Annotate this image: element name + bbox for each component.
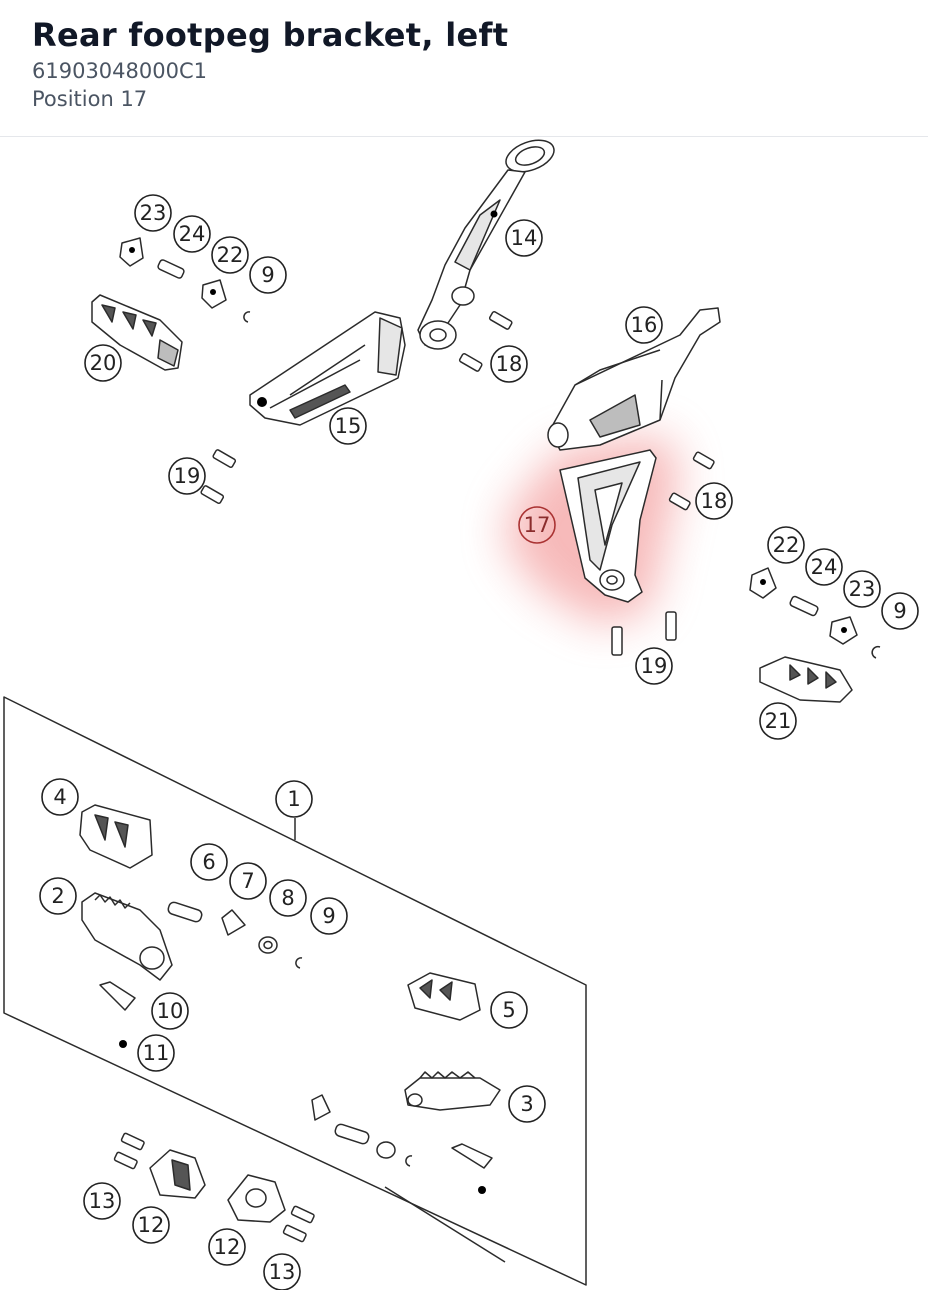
svg-text:8: 8 bbox=[281, 886, 294, 910]
callout-9[interactable]: 9 bbox=[310, 897, 348, 935]
callout-22[interactable]: 22 bbox=[211, 236, 249, 274]
svg-text:5: 5 bbox=[502, 998, 515, 1022]
callout-24[interactable]: 24 bbox=[805, 548, 843, 586]
svg-text:15: 15 bbox=[335, 414, 362, 438]
callout-10[interactable]: 10 bbox=[151, 992, 189, 1030]
svg-text:19: 19 bbox=[174, 464, 201, 488]
part-5-footpeg bbox=[407, 972, 481, 1021]
bolts-13 bbox=[113, 1132, 315, 1243]
svg-text:3: 3 bbox=[520, 1092, 533, 1116]
kit-lower-hardware bbox=[311, 1094, 493, 1194]
callout-23[interactable]: 23 bbox=[134, 194, 172, 232]
svg-text:18: 18 bbox=[701, 489, 728, 513]
svg-text:2: 2 bbox=[51, 884, 64, 908]
part-15-bracket bbox=[249, 311, 406, 426]
svg-text:9: 9 bbox=[261, 263, 274, 287]
callout-18[interactable]: 18 bbox=[490, 345, 528, 383]
svg-text:11: 11 bbox=[143, 1041, 170, 1065]
svg-text:12: 12 bbox=[214, 1235, 241, 1259]
callout-18[interactable]: 18 bbox=[695, 482, 733, 520]
callout-7[interactable]: 7 bbox=[229, 862, 267, 900]
svg-text:6: 6 bbox=[202, 850, 215, 874]
svg-text:1: 1 bbox=[287, 787, 300, 811]
callout-8[interactable]: 8 bbox=[269, 879, 307, 917]
kit-small-hardware bbox=[99, 901, 303, 1048]
callout-11[interactable]: 11 bbox=[137, 1034, 175, 1072]
callout-1[interactable]: 1 bbox=[275, 780, 313, 818]
callout-15[interactable]: 15 bbox=[329, 407, 367, 445]
bolts-18-19 bbox=[200, 311, 715, 656]
callout-23[interactable]: 23 bbox=[843, 570, 881, 608]
svg-text:9: 9 bbox=[893, 599, 906, 623]
part-3-footpeg bbox=[404, 1071, 501, 1111]
svg-text:21: 21 bbox=[765, 709, 792, 733]
callout-9[interactable]: 9 bbox=[249, 256, 287, 294]
callout-20[interactable]: 20 bbox=[84, 344, 122, 382]
part-2-footpeg bbox=[81, 892, 173, 981]
callout-21[interactable]: 21 bbox=[759, 702, 797, 740]
part-14-bracket bbox=[417, 139, 555, 350]
exploded-parts-diagram: 23 24 22 9 20 14 18 15 19 16 17 18 22 24… bbox=[3, 139, 919, 1290]
callout-14[interactable]: 14 bbox=[505, 219, 543, 257]
svg-text:17: 17 bbox=[524, 513, 551, 537]
top-right-hardware bbox=[749, 567, 881, 659]
part-16-bracket bbox=[547, 307, 721, 451]
svg-text:19: 19 bbox=[641, 654, 668, 678]
callout-13[interactable]: 13 bbox=[83, 1182, 121, 1220]
svg-text:20: 20 bbox=[90, 351, 117, 375]
svg-text:23: 23 bbox=[140, 201, 167, 225]
callout-16[interactable]: 16 bbox=[625, 306, 663, 344]
callout-19[interactable]: 19 bbox=[168, 457, 206, 495]
callout-6[interactable]: 6 bbox=[190, 843, 228, 881]
callout-9[interactable]: 9 bbox=[881, 592, 919, 630]
part-17-bracket-highlighted bbox=[559, 449, 657, 603]
callout-22[interactable]: 22 bbox=[767, 526, 805, 564]
part-12-plates bbox=[149, 1149, 286, 1223]
svg-text:22: 22 bbox=[773, 533, 800, 557]
svg-text:18: 18 bbox=[496, 352, 523, 376]
callout-2[interactable]: 2 bbox=[39, 877, 77, 915]
svg-text:16: 16 bbox=[631, 313, 658, 337]
svg-text:24: 24 bbox=[811, 555, 838, 579]
part-title: Rear footpeg bracket, left bbox=[32, 16, 509, 54]
svg-text:7: 7 bbox=[241, 869, 254, 893]
part-21-footpeg bbox=[759, 656, 853, 703]
part-4-footpeg bbox=[79, 804, 153, 869]
svg-text:4: 4 bbox=[53, 785, 66, 809]
svg-text:13: 13 bbox=[269, 1260, 296, 1284]
callout-19[interactable]: 19 bbox=[635, 647, 673, 685]
svg-text:22: 22 bbox=[217, 243, 244, 267]
part-number: 61903048000C1 bbox=[32, 59, 207, 83]
part-20-footpeg bbox=[91, 294, 183, 371]
position-label: Position 17 bbox=[32, 87, 148, 111]
part-header: Rear footpeg bracket, left 61903048000C1… bbox=[0, 0, 928, 137]
svg-text:10: 10 bbox=[157, 999, 184, 1023]
callout-12[interactable]: 12 bbox=[132, 1206, 170, 1244]
callout-17-highlighted[interactable]: 17 bbox=[518, 506, 556, 544]
svg-text:14: 14 bbox=[511, 226, 538, 250]
svg-text:24: 24 bbox=[179, 222, 206, 246]
svg-text:13: 13 bbox=[89, 1189, 116, 1213]
kit-outline bbox=[3, 696, 587, 1286]
callout-13[interactable]: 13 bbox=[263, 1253, 301, 1290]
callout-12[interactable]: 12 bbox=[208, 1228, 246, 1266]
top-left-hardware bbox=[119, 237, 251, 323]
svg-text:12: 12 bbox=[138, 1213, 165, 1237]
callout-4[interactable]: 4 bbox=[41, 778, 79, 816]
callout-24[interactable]: 24 bbox=[173, 215, 211, 253]
callout-5[interactable]: 5 bbox=[490, 991, 528, 1029]
svg-text:9: 9 bbox=[322, 904, 335, 928]
svg-text:23: 23 bbox=[849, 577, 876, 601]
callout-3[interactable]: 3 bbox=[508, 1085, 546, 1123]
